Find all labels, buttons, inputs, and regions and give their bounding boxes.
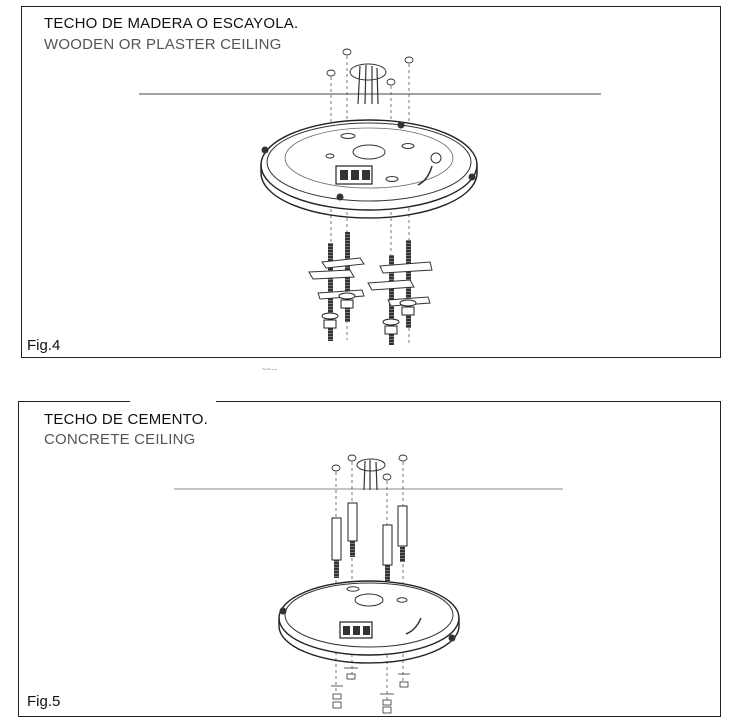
fig5-cable-hole — [356, 458, 386, 491]
frame-gap — [130, 398, 216, 404]
fig5-wall-anchors — [331, 502, 408, 581]
figure-5-panel — [18, 401, 721, 717]
fig4-brackets — [308, 257, 433, 307]
fig5-screw-markers — [331, 454, 408, 481]
stray-mark: ~~·- — [262, 365, 277, 374]
figure-4-label: Fig.4 — [27, 337, 61, 354]
fig4-nuts-washers — [321, 292, 417, 335]
figure-4-title-en: WOODEN OR PLASTER CEILING — [44, 36, 282, 53]
figure-5-title-en: CONCRETE CEILING — [44, 431, 196, 448]
fig4-terminal-block — [335, 165, 433, 186]
fig4-mounting-plate — [260, 119, 478, 219]
fig4-screw-markers — [326, 48, 414, 86]
figure-5-label: Fig.5 — [27, 693, 61, 710]
figure-4-title-es: TECHO DE MADERA O ESCAYOLA. — [44, 15, 299, 32]
fig4-cable-hole — [349, 63, 387, 105]
figure-5-title-es: TECHO DE CEMENTO. — [44, 411, 208, 428]
fig5-screws-washers — [331, 667, 410, 714]
fig5-mounting-plate — [278, 580, 460, 664]
